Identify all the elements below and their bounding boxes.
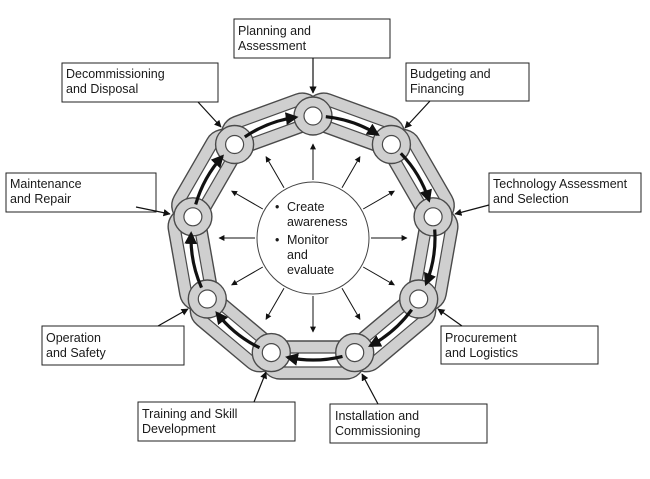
chain-joint — [335, 332, 375, 373]
stage-technology-line1: Technology Assessment — [493, 177, 628, 191]
stage-budgeting-line2: Financing — [410, 82, 464, 96]
chain-joint — [251, 332, 291, 373]
center-item1-line1: Create — [287, 200, 325, 214]
connector-technology — [454, 204, 490, 216]
stage-budgeting: Budgeting and Financing — [405, 62, 530, 102]
stage-planning: Planning and Assessment — [233, 18, 391, 59]
stage-operation: Operation and Safety — [41, 325, 185, 366]
chain-joint — [413, 197, 453, 237]
center-bullet-2: • — [275, 233, 279, 247]
stage-installation-line2: Commissioning — [335, 424, 420, 438]
cycle-arrow — [325, 115, 380, 136]
stage-budgeting-line1: Budgeting and — [410, 67, 491, 81]
cycle-arrow — [424, 229, 437, 287]
spoke-arrow — [231, 190, 264, 210]
cycle-arrow — [399, 152, 432, 203]
stage-installation-line1: Installation and — [335, 409, 419, 423]
stage-training-line1: Training and Skill — [142, 407, 237, 421]
cycle-arrow — [215, 311, 261, 350]
spoke-arrow — [341, 287, 361, 320]
stage-technology: Technology Assessment and Selection — [488, 172, 642, 213]
connector-procurement — [437, 308, 463, 327]
stage-procurement-line1: Procurement — [445, 331, 517, 345]
chain-joint — [214, 124, 255, 165]
stage-procurement-line2: and Logistics — [445, 346, 518, 360]
stage-installation: Installation and Commissioning — [329, 403, 488, 444]
cycle-arrow — [285, 353, 343, 366]
spoke-arrow — [341, 156, 361, 189]
spoke-arrow — [362, 190, 395, 210]
cycle-arrow — [194, 154, 225, 205]
stage-maintenance: Maintenance and Repair — [5, 172, 157, 213]
stage-technology-line2: and Selection — [493, 192, 569, 206]
stage-planning-line2: Assessment — [238, 39, 307, 53]
center-bullet-1: • — [275, 200, 279, 214]
connector-decommissioning — [197, 101, 222, 128]
connector-installation — [361, 373, 379, 405]
stage-training: Training and Skill Development — [137, 401, 296, 442]
stage-training-line2: Development — [142, 422, 216, 436]
stage-maintenance-line2: and Repair — [10, 192, 71, 206]
stage-decommissioning: Decommissioning and Disposal — [61, 62, 219, 103]
center-item2-line2: and — [287, 248, 308, 262]
connector-training — [253, 371, 267, 403]
center-spokes — [218, 143, 408, 333]
chain-joint — [187, 279, 228, 319]
stage-decommissioning-line2: and Disposal — [66, 82, 138, 96]
center-item2-line1: Monitor — [287, 233, 329, 247]
spoke-arrow — [362, 266, 395, 286]
cycle-arrow — [368, 308, 413, 348]
spoke-arrow — [265, 156, 285, 189]
cycle-arrows — [184, 112, 437, 366]
stage-operation-line2: and Safety — [46, 346, 107, 360]
chain-joint — [173, 197, 213, 237]
cycle-arrow — [184, 231, 203, 289]
center-hub: • Create awareness • Monitor and evaluat… — [256, 181, 370, 295]
center-item1-line2: awareness — [287, 215, 347, 229]
connector-budgeting — [404, 100, 431, 129]
connector-maintenance — [135, 206, 171, 217]
box-connectors — [135, 58, 490, 405]
center-item2-line3: evaluate — [287, 263, 334, 277]
spoke-arrow — [265, 287, 285, 320]
connector-operation — [157, 308, 189, 327]
stage-operation-line1: Operation — [46, 331, 101, 345]
spoke-arrow — [231, 266, 264, 286]
stage-procurement: Procurement and Logistics — [440, 325, 599, 365]
stage-planning-line1: Planning and — [238, 24, 311, 38]
chain-joint — [399, 279, 439, 319]
stage-maintenance-line1: Maintenance — [10, 177, 82, 191]
cycle-arrow — [243, 112, 299, 139]
stage-decommissioning-line1: Decommissioning — [66, 67, 165, 81]
